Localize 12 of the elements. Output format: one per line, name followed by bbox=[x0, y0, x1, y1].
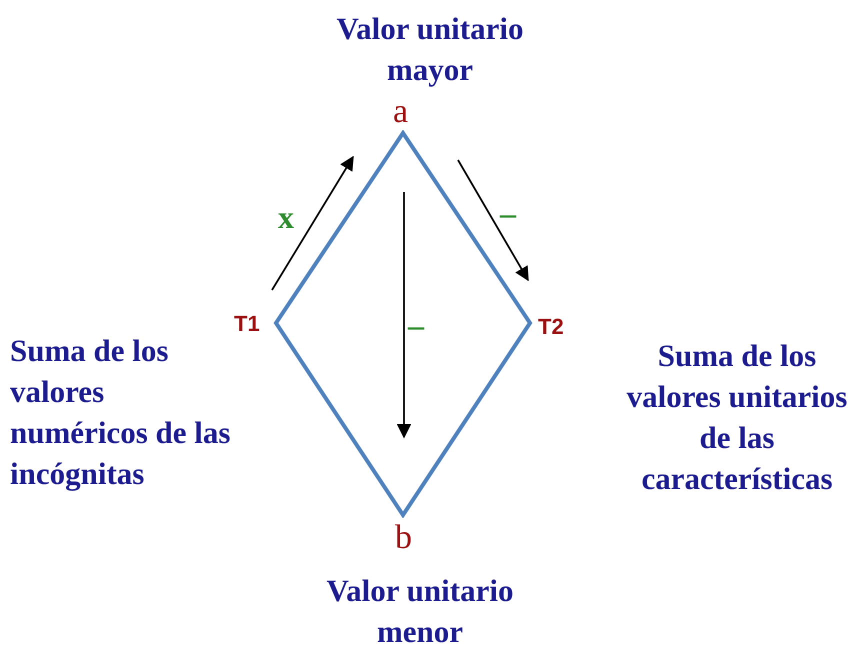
diamond-shape bbox=[273, 130, 533, 518]
heading-text: Valor unitario menor bbox=[326, 572, 514, 651]
vertex-label: b bbox=[395, 520, 412, 556]
arrow-label: – bbox=[500, 196, 516, 230]
description-text: Suma de los valores numéricos de las incógnitas bbox=[10, 332, 232, 493]
vertex-label: a bbox=[393, 94, 408, 130]
vertex-label: T1 bbox=[234, 311, 260, 337]
description-text: Suma de los valores unitarios de las características bbox=[626, 337, 848, 498]
heading-text: Valor unitario mayor bbox=[336, 10, 524, 89]
arrow-label: x bbox=[278, 200, 294, 234]
vertex-label: T2 bbox=[538, 314, 564, 340]
arrow-label: – bbox=[408, 308, 424, 342]
